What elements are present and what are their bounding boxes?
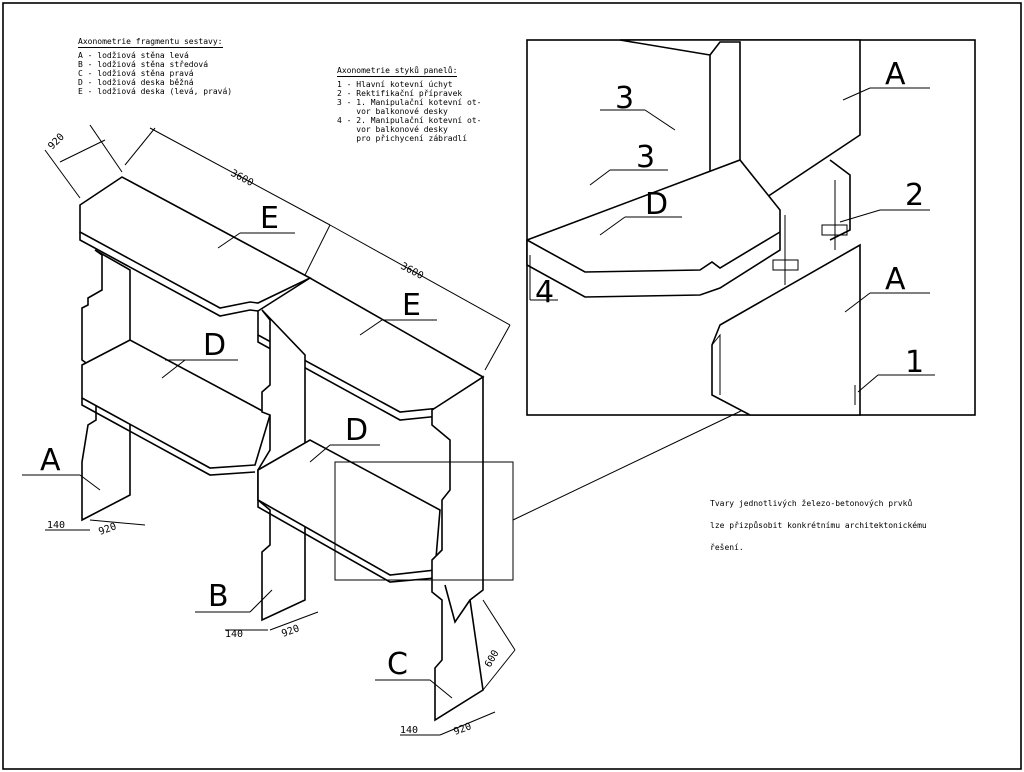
detail-label-a-upper: A <box>885 57 906 92</box>
legend-joints-title: Axonometrie styků panelů: <box>337 66 458 77</box>
legend-item: 2 - Rektifikační přípravek <box>337 89 463 98</box>
legend-item: A - lodžiová stěna levá <box>78 51 189 60</box>
assembly-drawing: A B C D D E E 920 3600 3600 140 920 140 … <box>22 124 744 738</box>
detail-label-4: 4 <box>535 275 554 310</box>
dim-depth-top: 920 <box>46 132 67 153</box>
dim-b-width: 920 <box>280 623 301 640</box>
detail-label-2: 2 <box>905 178 924 213</box>
dim-c-width: 920 <box>452 721 473 738</box>
slab-e-left <box>79 176 312 309</box>
legend-assembly: Axonometrie fragmentu sestavy: A - lodži… <box>78 37 232 96</box>
wall-c <box>431 375 484 722</box>
dim-c-thick: 140 <box>400 725 418 736</box>
legend-joints: Axonometrie styků panelů: 1 - Hlavní kot… <box>337 66 482 143</box>
label-c: C <box>387 647 408 682</box>
detail-label-1: 1 <box>905 345 924 380</box>
dim-length-1: 3600 <box>229 168 255 189</box>
label-e-right: E <box>402 288 421 323</box>
legend-item: D - lodžiová deska běžná <box>78 78 194 87</box>
legend-item: 1 - Hlavní kotevní úchyt <box>337 80 453 89</box>
label-e-left: E <box>260 201 279 236</box>
dim-c-height: 600 <box>483 648 502 669</box>
legend-assembly-title: Axonometrie fragmentu sestavy: <box>78 37 223 48</box>
detail-label-3b: 3 <box>636 140 655 175</box>
note-line: lze přizpůsobit konkrétnímu architektoni… <box>710 521 927 530</box>
dim-a-width: 920 <box>97 521 118 538</box>
note-line: Tvary jednotlivých železo-betonových prv… <box>710 499 913 508</box>
legend-item: 4 - 2. Manipulační kotevní ot- vor balko… <box>337 116 482 143</box>
legend-item: B - lodžiová stěna středová <box>78 60 209 69</box>
label-b: B <box>208 579 229 614</box>
detail-slab-d <box>526 159 781 298</box>
joint-detail: 3 3 D A 2 A 1 4 <box>526 39 976 416</box>
detail-label-a-lower: A <box>885 262 906 297</box>
note-line: řešení. <box>710 543 744 552</box>
legend-item: E - lodžiová deska (levá, pravá) <box>78 87 233 96</box>
dim-b-thick: 140 <box>225 629 243 640</box>
dim-a-thick: 140 <box>47 520 65 531</box>
detail-label-d: D <box>645 187 668 222</box>
dim-length-2: 3600 <box>399 261 425 282</box>
label-d-right: D <box>345 413 368 448</box>
detail-marker-box <box>334 461 514 581</box>
legend-item: 3 - 1. Manipulační kotevní ot- vor balko… <box>337 98 482 116</box>
label-d-left: D <box>203 328 226 363</box>
detail-label-3a: 3 <box>615 81 634 116</box>
shape-note: Tvary jednotlivých železo-betonových prv… <box>710 493 927 559</box>
legend-item: C - lodžiová stěna pravá <box>78 69 194 78</box>
label-a: A <box>40 443 61 478</box>
